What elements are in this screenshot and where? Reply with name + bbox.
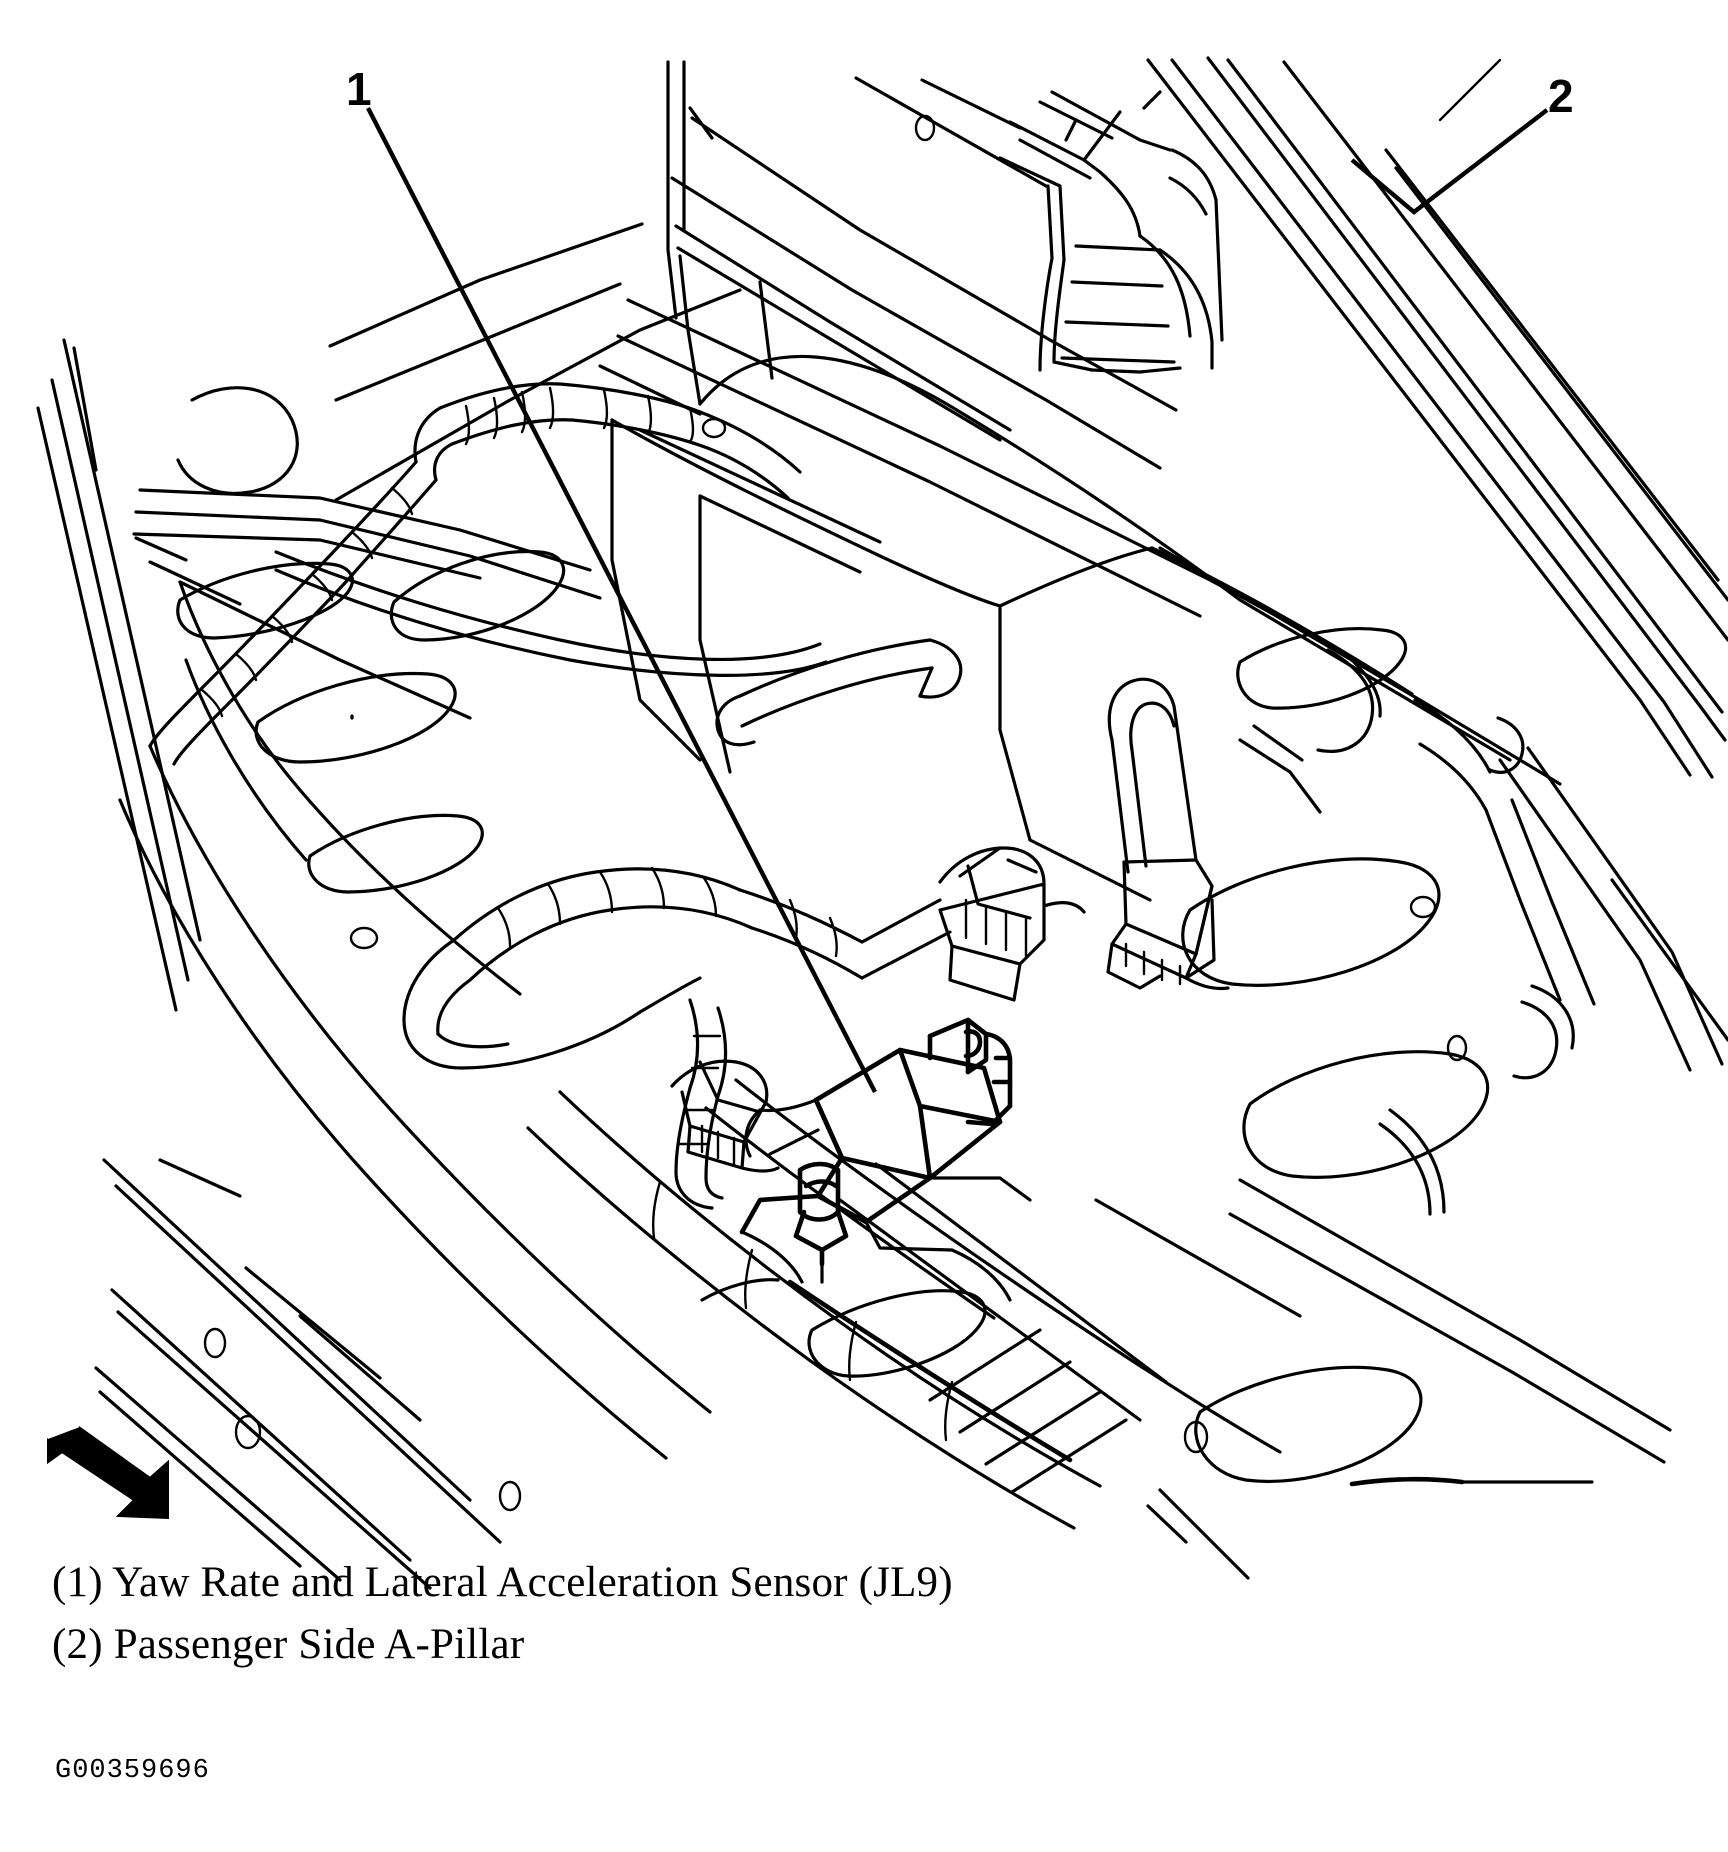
figure-reference-code: G00359696 [55,1756,210,1786]
leader-line-2 [1350,108,1549,215]
leader-line-1 [366,106,877,1094]
callout-number-1: 1 [346,63,372,115]
lower-floor-ribs-group [94,744,1282,1590]
leader-lines [366,106,1549,1094]
lower-wire-harness-group [402,866,952,1210]
callout-number-2: 2 [1548,70,1574,122]
caption-line-2: (2) Passenger Side A-Pillar [52,1621,525,1668]
right-floor-pan-group [1094,546,1672,1580]
caption-line-1: (1) Yaw Rate and Lateral Acceleration Se… [52,1559,953,1606]
left-dash-panel-group [36,222,828,1012]
view-direction-arrow [47,1426,169,1520]
center-bracket-group [938,677,1230,1002]
floor-pan-group [176,298,1468,1512]
a-pillar-group [1146,56,1728,1072]
cowl-panel-group [666,60,1242,602]
left-connector-group [670,1059,780,1173]
caption-legend: (1) Yaw Rate and Lateral Acceleration Se… [52,1552,1352,1676]
